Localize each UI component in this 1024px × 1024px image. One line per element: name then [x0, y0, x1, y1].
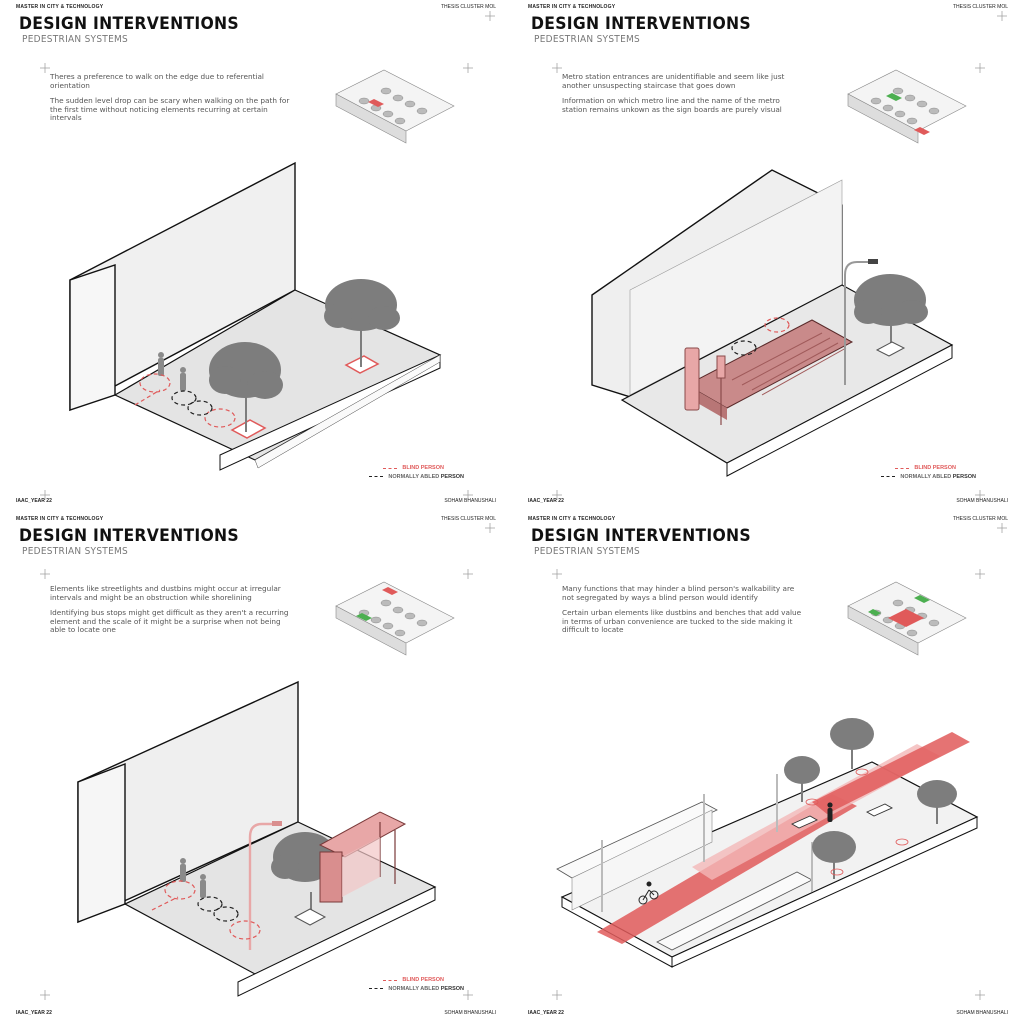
page-title: DESIGN INTERVENTIONS — [531, 14, 751, 34]
footer-year: IAAC_YEAR 22 — [16, 1010, 52, 1016]
page-subtitle: PEDESTRIAN SYSTEMS — [534, 546, 641, 557]
legend-normal-prefix: NORMALLY ABLED — [388, 473, 440, 480]
header-cluster: THESIS CLUSTER MOL — [440, 4, 496, 10]
header-program: MASTER IN CITY & TECHNOLOGY — [528, 4, 616, 10]
cyclist-icon — [638, 881, 659, 905]
header-program: MASTER IN CITY & TECHNOLOGY — [528, 516, 616, 522]
legend-normal-suffix: PERSON — [440, 473, 464, 480]
legend-normal-suffix: PERSON — [952, 473, 976, 480]
legend-blind: BLIND PERSON — [402, 977, 444, 983]
page-subtitle: PEDESTRIAN SYSTEMS — [22, 34, 129, 45]
key-map — [335, 581, 455, 656]
description-paragraph: Certain urban elements like dustbins and… — [562, 608, 802, 635]
legend: BLIND PERSON NORMALLY ABLED PERSON — [881, 464, 976, 481]
isometric-diagram — [552, 523, 1007, 1000]
isometric-diagram — [552, 11, 1007, 500]
legend-blind: BLIND PERSON — [914, 465, 956, 471]
isometric-diagram — [40, 523, 495, 1000]
person-icon — [827, 802, 833, 822]
person-icon — [180, 858, 206, 898]
header-cluster: THESIS CLUSTER MOL — [952, 516, 1008, 522]
bus-stop — [318, 811, 407, 903]
panel-edge-preference: MASTER IN CITY & TECHNOLOGY THESIS CLUST… — [0, 0, 512, 512]
page-title: DESIGN INTERVENTIONS — [19, 14, 239, 34]
description-paragraph: Theres a preference to walk on the edge … — [50, 72, 264, 90]
description-paragraph: Metro station entrances are unidentifiab… — [562, 72, 785, 90]
header-program: MASTER IN CITY & TECHNOLOGY — [16, 4, 104, 10]
footer-author: SOHAM BHANUSHALI — [956, 1010, 1008, 1016]
panel-segregation: MASTER IN CITY & TECHNOLOGY THESIS CLUST… — [512, 512, 1024, 1024]
header-cluster: THESIS CLUSTER MOL — [440, 516, 496, 522]
description: Metro station entrances are unidentifiab… — [562, 72, 802, 121]
legend-normal-prefix: NORMALLY ABLED — [388, 985, 440, 992]
isometric-diagram — [40, 11, 495, 500]
description-paragraph: Elements like streetlights and dustbins … — [50, 584, 281, 602]
page-subtitle: PEDESTRIAN SYSTEMS — [534, 34, 641, 45]
panel-metro-entrance: MASTER IN CITY & TECHNOLOGY THESIS CLUST… — [512, 0, 1024, 512]
description: Theres a preference to walk on the edge … — [50, 72, 290, 130]
description: Many functions that may hinder a blind p… — [562, 584, 802, 642]
legend-blind: BLIND PERSON — [402, 465, 444, 471]
description: Elements like streetlights and dustbins … — [50, 584, 290, 642]
legend: BLIND PERSON NORMALLY ABLED PERSON — [369, 976, 464, 993]
page-title: DESIGN INTERVENTIONS — [19, 526, 239, 546]
footer-year: IAAC_YEAR 22 — [528, 498, 564, 504]
description-paragraph: Information on which metro line and the … — [562, 96, 782, 114]
crosshair-icon — [552, 523, 1007, 1000]
legend-normal-suffix: PERSON — [440, 985, 464, 992]
crosshair-icon — [40, 11, 495, 500]
key-map — [335, 69, 455, 144]
person-icon — [158, 352, 186, 391]
crosshair-icon — [40, 523, 495, 1000]
page-title: DESIGN INTERVENTIONS — [531, 526, 751, 546]
tree-icon — [209, 342, 283, 432]
footer-year: IAAC_YEAR 22 — [16, 498, 52, 504]
footer-year: IAAC_YEAR 22 — [528, 1010, 564, 1016]
tree-icon — [854, 274, 928, 355]
bench-icon — [791, 803, 893, 829]
legend-normal-prefix: NORMALLY ABLED — [900, 473, 952, 480]
page-subtitle: PEDESTRIAN SYSTEMS — [22, 546, 129, 557]
key-map — [847, 581, 967, 656]
header-cluster: THESIS CLUSTER MOL — [952, 4, 1008, 10]
description-paragraph: The sudden level drop can be scary when … — [50, 96, 290, 123]
metro-stair — [685, 319, 854, 409]
header-program: MASTER IN CITY & TECHNOLOGY — [16, 516, 104, 522]
footer-author: SOHAM BHANUSHALI — [956, 498, 1008, 504]
footer-author: SOHAM BHANUSHALI — [444, 1010, 496, 1016]
key-map — [847, 69, 967, 144]
legend: BLIND PERSON NORMALLY ABLED PERSON — [369, 464, 464, 481]
panel-streetlights-busstop: MASTER IN CITY & TECHNOLOGY THESIS CLUST… — [0, 512, 512, 1024]
footer-author: SOHAM BHANUSHALI — [444, 498, 496, 504]
tree-icon — [784, 718, 957, 879]
streetlight-icon — [248, 822, 275, 950]
description-paragraph: Many functions that may hinder a blind p… — [562, 584, 795, 602]
description-paragraph: Identifying bus stops might get difficul… — [50, 608, 289, 635]
crosshair-icon — [552, 11, 1007, 500]
tree-icon — [324, 279, 400, 367]
streetlight-icon — [844, 261, 872, 385]
